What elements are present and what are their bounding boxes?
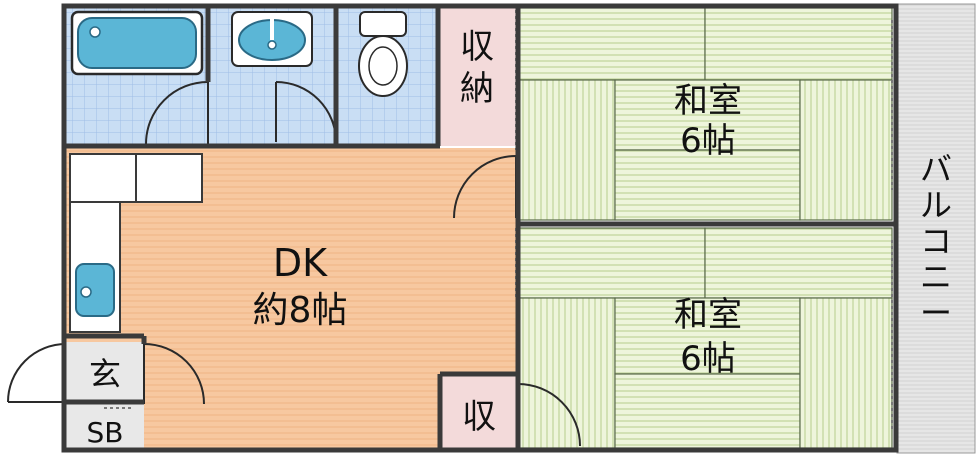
tatami-bottom-size: 6帖	[680, 339, 736, 379]
washbasin-icon	[231, 11, 313, 67]
tatami-top-size: 6帖	[680, 121, 736, 161]
shoe-box-label: SB	[87, 416, 124, 449]
entrance-label: 玄	[89, 355, 121, 393]
tatami-room-top	[517, 7, 893, 221]
toilet-icon	[358, 11, 408, 97]
shoe-box-area	[66, 402, 144, 448]
tatami-room-bottom	[517, 227, 893, 449]
dk-size: 約8帖	[253, 290, 348, 331]
kitchen-sink-icon	[75, 263, 115, 317]
closet-top-area	[438, 8, 516, 146]
entrance-area	[66, 342, 144, 402]
closet-bottom-label: 収	[462, 397, 496, 437]
dk-name: DK	[273, 241, 328, 285]
balcony-area	[896, 3, 976, 454]
closet-top-label: 収納	[460, 27, 494, 109]
tatami-bottom-name: 和室	[674, 295, 742, 335]
closet-bottom-area	[442, 376, 516, 448]
balcony-label: バルコニー	[920, 150, 952, 332]
tatami-top-name: 和室	[674, 81, 742, 121]
walls	[61, 3, 899, 453]
